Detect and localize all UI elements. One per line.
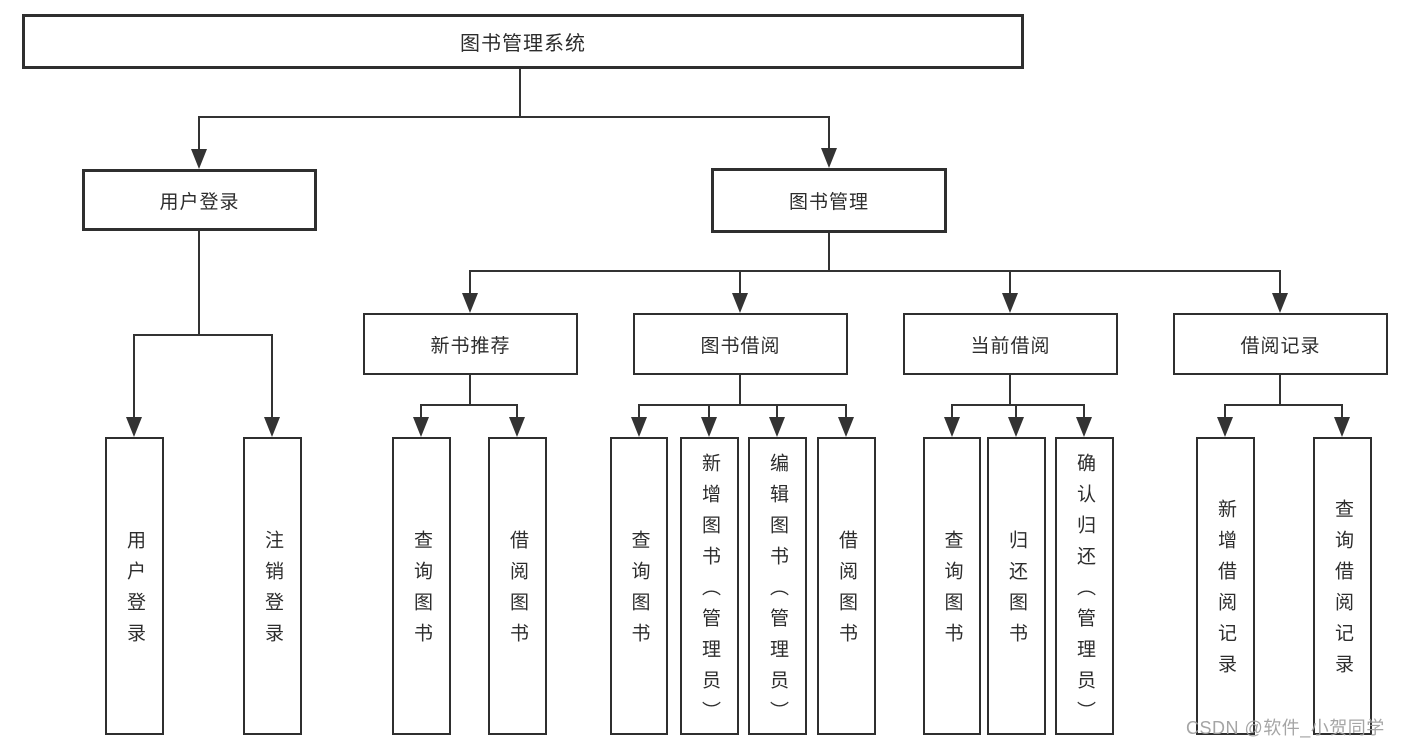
node-borrow-records: 借阅记录 [1173, 313, 1388, 375]
connector-borrow-records-stem [1279, 375, 1281, 405]
leaf-bb-borrow-books-label: 借阅图书 [836, 530, 857, 654]
arrow-nbr-query-books [413, 404, 429, 437]
leaf-br-add-borrow-record: 新增借阅记录 [1196, 437, 1255, 735]
leaf-logout-label: 注销登录 [262, 530, 283, 654]
connector-new-book-recommend-stem [469, 375, 471, 405]
leaf-br-add-borrow-record-label: 新增借阅记录 [1215, 499, 1236, 685]
root-node-library-system: 图书管理系统 [22, 14, 1024, 69]
node-current-borrow-label: 当前借阅 [970, 335, 1051, 357]
arrow-bb-edit-books [769, 404, 785, 437]
arrow-to-user-login [191, 116, 207, 169]
leaf-bb-add-books-admin: 新增图书（管理员） [680, 437, 739, 735]
branch-book-management: 图书管理 [711, 168, 947, 233]
node-new-book-recommend: 新书推荐 [363, 313, 578, 375]
leaf-bb-query-books: 查询图书 [610, 437, 668, 735]
connector-current-borrow-rail [951, 404, 1085, 406]
leaf-nbr-query-books: 查询图书 [392, 437, 451, 735]
leaf-cb-return-books-label: 归还图书 [1006, 530, 1027, 654]
leaf-bb-add-books-admin-label: 新增图书（管理员） [699, 452, 720, 732]
arrow-to-book-borrow [732, 270, 748, 313]
connector-root-stem [519, 69, 521, 117]
leaf-cb-confirm-return-admin: 确认归还（管理员） [1055, 437, 1114, 735]
node-book-borrow-label: 图书借阅 [700, 335, 781, 357]
connector-book-borrow-rail [638, 404, 847, 406]
leaf-user-login: 用户登录 [105, 437, 164, 735]
arrow-to-current-borrow [1002, 270, 1018, 313]
branch-user-login-label: 用户登录 [159, 191, 240, 213]
arrow-to-leaf-user-login [126, 334, 142, 437]
arrow-bb-query-books [631, 404, 647, 437]
connector-book-management-stem [828, 233, 830, 271]
connector-book-management-rail [469, 270, 1281, 272]
leaf-cb-query-books-label: 查询图书 [941, 530, 963, 654]
csdn-watermark: CSDN @软件_小贺同学 [1186, 718, 1385, 738]
arrow-to-leaf-logout [264, 334, 280, 437]
connector-root-rail [198, 116, 830, 118]
leaf-cb-return-books: 归还图书 [987, 437, 1046, 735]
leaf-br-query-borrow-record: 查询借阅记录 [1313, 437, 1372, 735]
connector-user-login-rail [133, 334, 273, 336]
connector-book-borrow-stem [739, 375, 741, 405]
node-new-book-recommend-label: 新书推荐 [430, 335, 511, 357]
connector-current-borrow-stem [1009, 375, 1011, 405]
arrow-cb-confirm-return [1076, 404, 1092, 437]
leaf-nbr-query-books-label: 查询图书 [411, 530, 432, 654]
arrow-nbr-borrow-books [509, 404, 525, 437]
branch-book-management-label: 图书管理 [788, 192, 869, 213]
connector-borrow-records-rail [1224, 404, 1343, 406]
node-book-borrow: 图书借阅 [633, 313, 848, 375]
connector-user-login-stem [198, 231, 200, 335]
leaf-bb-edit-books-admin: 编辑图书（管理员） [748, 437, 807, 735]
leaf-cb-query-books: 查询图书 [923, 437, 981, 735]
leaf-nbr-borrow-books: 借阅图书 [488, 437, 547, 735]
leaf-bb-borrow-books: 借阅图书 [817, 437, 876, 735]
node-current-borrow: 当前借阅 [903, 313, 1118, 375]
arrow-br-add-record [1217, 404, 1233, 437]
arrow-bb-borrow-books [838, 404, 854, 437]
arrow-to-new-book-recommend [462, 270, 478, 313]
leaf-cb-confirm-return-admin-label: 确认归还（管理员） [1074, 452, 1095, 732]
leaf-logout: 注销登录 [243, 437, 302, 735]
leaf-user-login-label: 用户登录 [124, 530, 145, 654]
leaf-br-query-borrow-record-label: 查询借阅记录 [1332, 499, 1353, 685]
leaf-bb-edit-books-admin-label: 编辑图书（管理员） [767, 452, 788, 732]
leaf-nbr-borrow-books-label: 借阅图书 [507, 530, 528, 654]
arrow-bb-add-books [701, 404, 717, 437]
arrow-cb-return-books [1008, 404, 1024, 437]
arrow-br-query-record [1334, 404, 1350, 437]
node-borrow-records-label: 借阅记录 [1240, 335, 1321, 357]
arrow-to-book-management [821, 116, 837, 168]
connector-new-book-recommend-rail [420, 404, 518, 406]
arrow-cb-query-books [944, 404, 960, 437]
root-node-label: 图书管理系统 [460, 33, 586, 55]
branch-user-login: 用户登录 [82, 169, 317, 231]
arrow-to-borrow-records [1272, 270, 1288, 313]
leaf-bb-query-books-label: 查询图书 [628, 530, 650, 654]
